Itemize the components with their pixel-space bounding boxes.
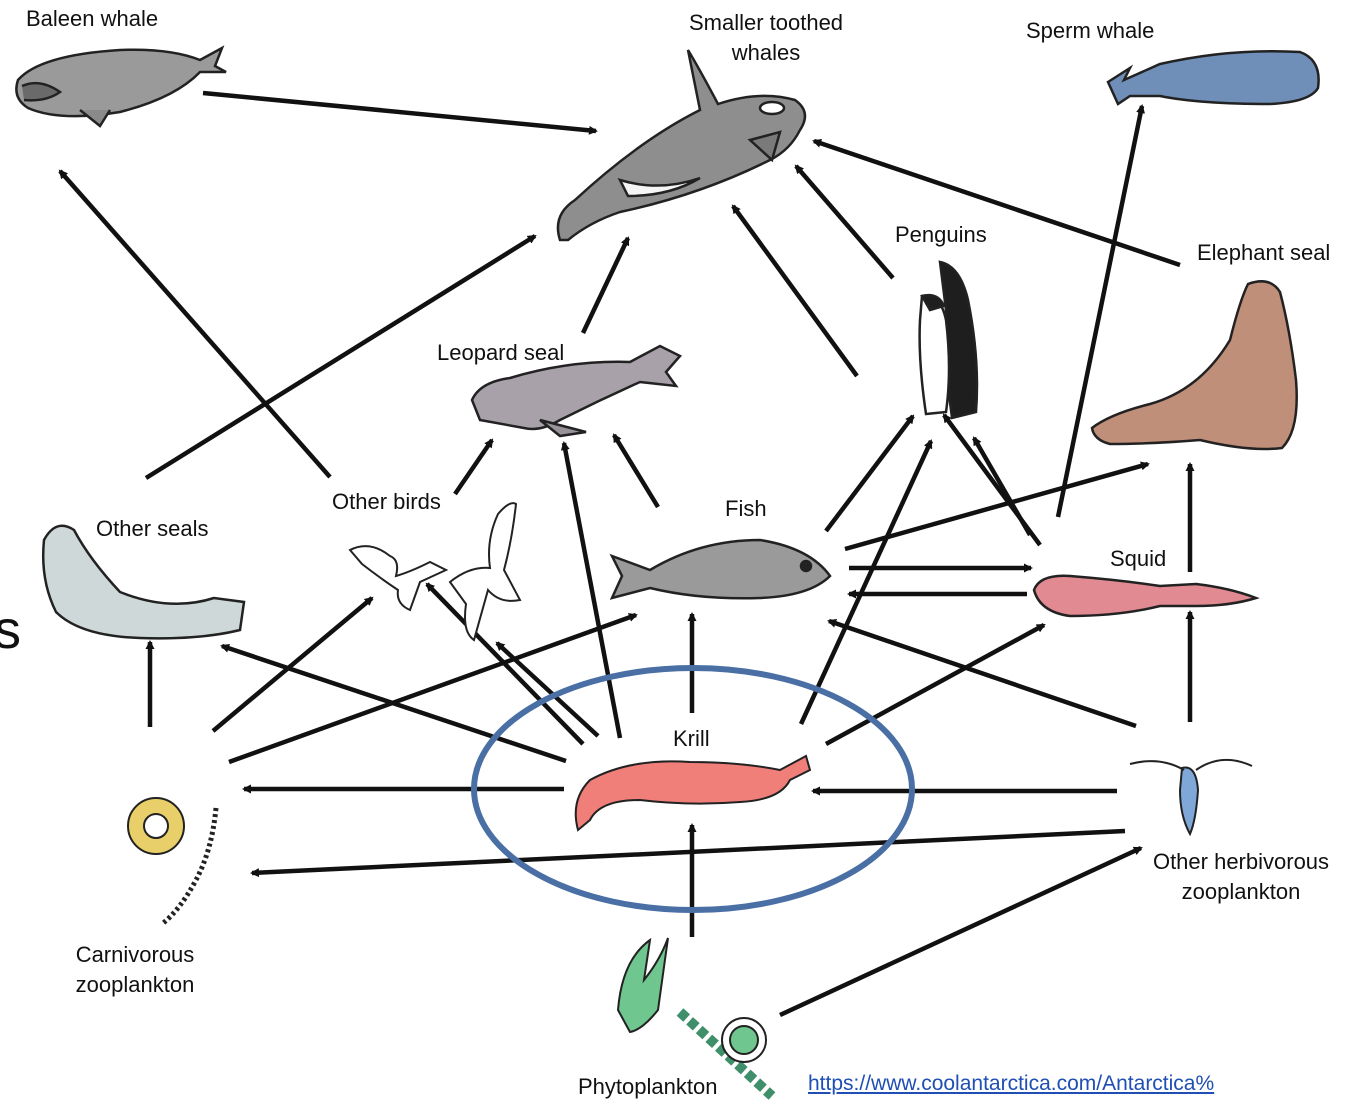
label-toothed-whales-line1: Smaller toothed [680, 8, 852, 38]
arrow-penguin-to-orca [796, 166, 893, 278]
source-link[interactable]: https://www.coolantarctica.com/Antarctic… [808, 1072, 1214, 1096]
label-herbivorous-line2: zooplankton [1148, 877, 1334, 907]
orca-icon [558, 50, 805, 240]
fish-icon [612, 540, 830, 598]
label-carnivorous-line1: Carnivorous [60, 940, 210, 970]
penguins-icon [920, 262, 977, 418]
label-toothed-whales-line2: whales [680, 38, 852, 68]
food-web-arrows [60, 93, 1190, 1015]
label-phytoplankton: Phytoplankton [578, 1072, 717, 1102]
arrow-herb-to-carn [252, 831, 1125, 873]
label-elephant-seal: Elephant seal [1197, 238, 1330, 268]
arrow-krill-to-leopard [564, 443, 620, 738]
arrow-herb-to-fish [829, 621, 1136, 726]
arrow-squid-to-penguin-2 [974, 438, 1030, 535]
label-sperm-whale: Sperm whale [1026, 16, 1154, 46]
carnivorous-zooplankton-icon [128, 798, 216, 924]
label-carnivorous-zooplankton: Carnivorous zooplankton [60, 940, 210, 1000]
label-fish: Fish [725, 494, 767, 524]
label-carnivorous-line2: zooplankton [60, 970, 210, 1000]
arrow-birds-to-leopard [455, 440, 492, 494]
herbivorous-zooplankton-icon [1130, 760, 1252, 834]
arrow-birds-to-baleen [60, 171, 330, 477]
arrow-phyto-to-herb [780, 848, 1141, 1015]
label-herbivorous-line1: Other herbivorous [1148, 847, 1334, 877]
cut-off-letter: s [0, 600, 21, 660]
squid-icon [1034, 576, 1256, 616]
arrow-leopard-to-orca [583, 238, 628, 333]
label-other-birds: Other birds [332, 487, 441, 517]
label-other-seals: Other seals [96, 514, 209, 544]
label-herbivorous-zooplankton: Other herbivorous zooplankton [1148, 847, 1334, 907]
birds-icon [350, 503, 520, 640]
arrow-squid-to-sperm [1058, 106, 1142, 517]
label-baleen-whale: Baleen whale [26, 4, 158, 34]
label-squid: Squid [1110, 544, 1166, 574]
arrow-baleen-to-orca [203, 93, 596, 131]
label-toothed-whales: Smaller toothed whales [680, 8, 852, 68]
arrow-fish-to-orca [733, 206, 857, 376]
sperm-whale-icon [1108, 51, 1319, 104]
label-krill: Krill [673, 724, 710, 754]
label-penguins: Penguins [895, 220, 987, 250]
arrow-elephant-to-orca [814, 141, 1180, 265]
krill-icon [576, 756, 810, 830]
baleen-whale-icon [16, 48, 226, 126]
label-leopard-seal: Leopard seal [437, 338, 564, 368]
arrow-fish-to-leopard [614, 435, 658, 507]
elephant-seal-icon [1092, 281, 1297, 449]
